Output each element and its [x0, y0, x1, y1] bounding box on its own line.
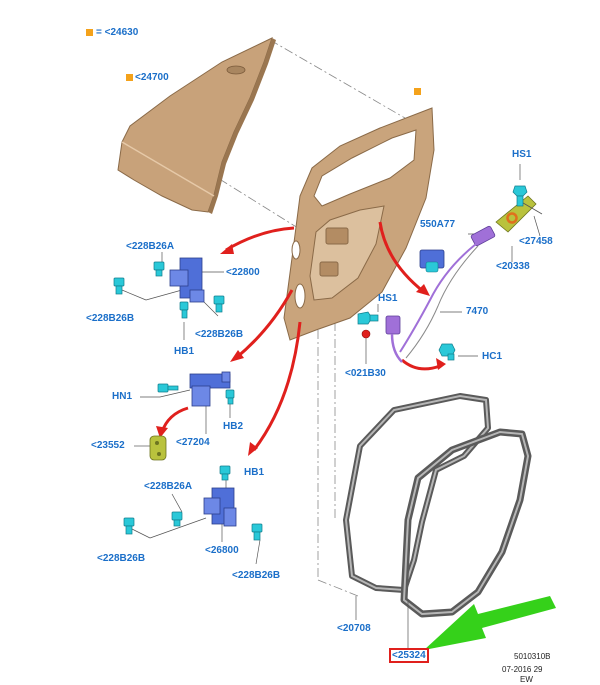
- label-25324-highlighted[interactable]: <25324: [389, 648, 429, 663]
- label-27458[interactable]: <27458: [519, 236, 553, 247]
- diagram-tag: EW: [520, 675, 533, 684]
- label-20708[interactable]: <20708: [337, 623, 371, 634]
- upper-hinge[interactable]: [169, 257, 205, 303]
- label-228b26a-lower[interactable]: <228B26A: [144, 481, 193, 492]
- door-latch[interactable]: [419, 249, 445, 273]
- label-228b26b-left-upper[interactable]: <228B26B: [86, 313, 135, 324]
- label-550a77[interactable]: 550A77: [420, 219, 456, 230]
- label-hs1-top[interactable]: HS1: [512, 149, 532, 160]
- label-228b26b-left-lower[interactable]: <228B26B: [97, 553, 146, 564]
- inner-door-frame[interactable]: [283, 107, 435, 341]
- legend-text: = <24630: [96, 27, 139, 38]
- label-20338[interactable]: <20338: [496, 261, 530, 272]
- door-check[interactable]: [189, 371, 231, 407]
- label-24700[interactable]: <24700: [135, 72, 169, 83]
- label-hs1-mid[interactable]: HS1: [378, 293, 398, 304]
- lower-hinge[interactable]: [203, 487, 237, 527]
- red-arrow-heads: [156, 244, 446, 456]
- outer-door-panel[interactable]: [117, 37, 276, 214]
- clip-red[interactable]: [361, 329, 371, 339]
- door-check-grommet[interactable]: [149, 435, 167, 461]
- washer-ring[interactable]: [506, 212, 518, 224]
- label-hc1[interactable]: HC1: [482, 351, 503, 362]
- fasteners[interactable]: [113, 185, 528, 541]
- label-hb2[interactable]: HB2: [223, 421, 244, 432]
- label-23552[interactable]: <23552: [91, 440, 125, 451]
- label-021b30[interactable]: <021B30: [345, 368, 386, 379]
- red-direction-arrows: [160, 221, 441, 451]
- frame-marker: [414, 88, 421, 95]
- label-hb1-lower[interactable]: HB1: [244, 467, 265, 478]
- label-228b26b-right-upper[interactable]: <228B26B: [195, 329, 244, 340]
- label-228b26b-right-lower[interactable]: <228B26B: [232, 570, 281, 581]
- label-hb1-upper[interactable]: HB1: [174, 346, 195, 357]
- green-callout-arrow: [424, 596, 556, 650]
- label-7470[interactable]: 7470: [466, 306, 489, 317]
- label-26800[interactable]: <26800: [205, 545, 239, 556]
- label-hn1[interactable]: HN1: [112, 391, 133, 402]
- label-27204[interactable]: <27204: [176, 437, 210, 448]
- panel-marker: [126, 74, 133, 81]
- label-228b26a-upper[interactable]: <228B26A: [126, 241, 175, 252]
- door-weatherstrip-seals[interactable]: [343, 393, 532, 618]
- label-22800[interactable]: <22800: [226, 267, 260, 278]
- leader-lines: [121, 164, 541, 648]
- legend-marker: [86, 29, 93, 36]
- diagram-date: 07-2016 29: [502, 665, 543, 674]
- diagram-code: 5010310B: [514, 652, 551, 661]
